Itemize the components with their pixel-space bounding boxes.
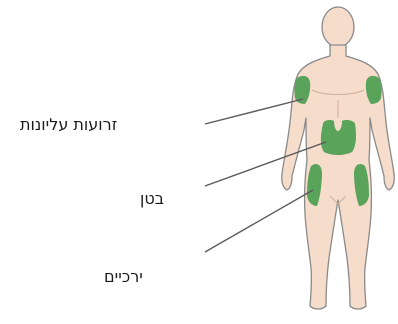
navel <box>336 126 340 131</box>
label-upper-arms: זרועות עליונות <box>20 115 180 134</box>
leader-line-arms <box>205 99 303 124</box>
body-silhouette <box>282 7 395 309</box>
label-thighs: ירכיים <box>104 267 143 286</box>
head <box>322 7 354 47</box>
label-abdomen: בטן <box>140 189 164 208</box>
leader-line-thighs <box>205 190 313 252</box>
